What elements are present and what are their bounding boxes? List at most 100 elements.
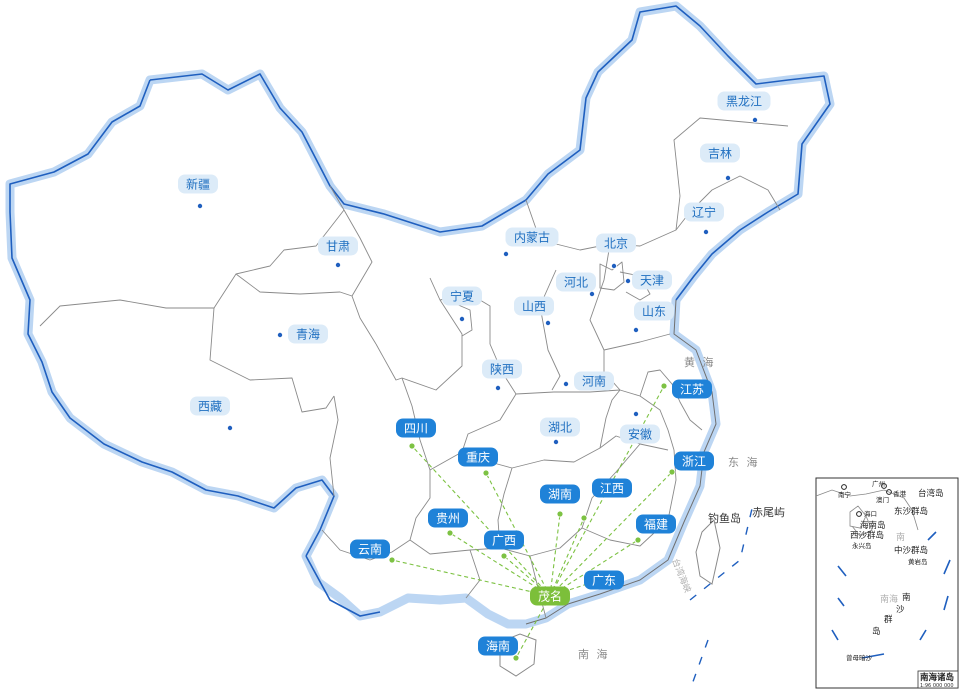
province-label-4[interactable]: 吉林 bbox=[700, 143, 740, 163]
province-dot-10 bbox=[458, 315, 465, 322]
province-label-2-bg bbox=[505, 227, 559, 247]
province-label-28[interactable]: 广东 bbox=[584, 570, 624, 590]
province-label-10-bg bbox=[442, 286, 482, 306]
province-dot-6 bbox=[611, 262, 618, 269]
province-label-8[interactable]: 河北 bbox=[556, 272, 596, 292]
province-label-1-text: 甘肃 bbox=[326, 240, 350, 254]
province-label-19-text: 重庆 bbox=[466, 451, 490, 465]
south-sea-label: 南 海 bbox=[578, 647, 610, 661]
province-dot-13 bbox=[633, 326, 640, 333]
inset-nanhai-faint: 南海 bbox=[880, 593, 898, 605]
province-label-9-bg bbox=[514, 296, 554, 316]
inset-yongxing: 永兴岛 bbox=[852, 541, 872, 550]
province-label-29-bg bbox=[478, 636, 518, 656]
province-label-22-text: 云南 bbox=[358, 542, 382, 557]
province-dot-0 bbox=[196, 202, 203, 209]
province-label-9[interactable]: 山西 bbox=[514, 296, 554, 316]
diaoyu-island-label: 钓鱼岛 bbox=[708, 511, 741, 525]
province-dot-4 bbox=[725, 174, 732, 181]
province-label-21[interactable]: 广西 bbox=[484, 530, 524, 550]
province-label-18[interactable]: 四川 bbox=[396, 418, 436, 438]
province-label-10[interactable]: 宁夏 bbox=[442, 286, 482, 306]
province-label-7-text: 天津 bbox=[640, 274, 664, 288]
province-label-24[interactable]: 江西 bbox=[592, 478, 632, 498]
province-dot-21 bbox=[500, 552, 508, 560]
province-label-1-bg bbox=[318, 236, 358, 256]
province-dot-7 bbox=[625, 277, 632, 284]
province-label-11[interactable]: 青海 bbox=[288, 324, 328, 344]
province-label-12-bg bbox=[190, 396, 230, 416]
province-label-12[interactable]: 西藏 bbox=[190, 396, 230, 416]
province-label-20-text: 贵州 bbox=[436, 512, 460, 526]
province-label-13[interactable]: 山东 bbox=[634, 301, 674, 321]
province-label-26[interactable]: 浙江 bbox=[674, 451, 714, 471]
province-label-16[interactable]: 湖北 bbox=[540, 417, 580, 437]
inset-aomen: 澳门 bbox=[876, 495, 889, 504]
national-boundary bbox=[5, 1, 835, 691]
province-label-15[interactable]: 河南 bbox=[574, 371, 614, 391]
origin-label-text: 茂名 bbox=[538, 589, 562, 604]
province-dot-15 bbox=[563, 380, 570, 387]
province-label-14[interactable]: 陕西 bbox=[482, 359, 522, 379]
province-label-14-text: 陕西 bbox=[490, 362, 514, 377]
province-dot-23 bbox=[556, 510, 564, 518]
province-label-15-text: 河南 bbox=[582, 374, 606, 389]
province-label-13-bg bbox=[634, 301, 674, 321]
province-label-11-bg bbox=[288, 324, 328, 344]
province-label-27-bg bbox=[636, 514, 676, 534]
origin-label-bg bbox=[530, 586, 570, 606]
province-label-1[interactable]: 甘肃 bbox=[318, 236, 358, 256]
province-label-25[interactable]: 江苏 bbox=[672, 379, 712, 399]
inset-zhongsha: 中沙群岛 bbox=[894, 545, 928, 556]
province-label-29[interactable]: 海南 bbox=[478, 636, 518, 656]
province-dot-1 bbox=[334, 261, 341, 268]
province-label-23-bg bbox=[540, 484, 580, 504]
route-line-6d596c5f bbox=[549, 471, 673, 597]
province-label-19[interactable]: 重庆 bbox=[458, 447, 498, 467]
province-label-23[interactable]: 湖南 bbox=[540, 484, 580, 504]
route-line-6d775357 bbox=[515, 595, 551, 659]
province-label-17[interactable]: 安徽 bbox=[620, 424, 660, 444]
origin-label[interactable]: 茂名 bbox=[530, 586, 570, 606]
province-label-0[interactable]: 新疆 bbox=[178, 174, 218, 194]
chiwei-island-label: 赤尾屿 bbox=[752, 506, 785, 519]
province-label-6[interactable]: 北京 bbox=[596, 233, 636, 253]
province-label-3-bg bbox=[717, 91, 771, 111]
taiwan-strait-label: 台湾海峡 bbox=[669, 557, 694, 595]
province-label-22-bg bbox=[350, 539, 390, 559]
province-dot-2 bbox=[502, 250, 509, 257]
province-label-27[interactable]: 福建 bbox=[636, 514, 676, 534]
inset-frame bbox=[815, 477, 959, 689]
province-label-18-bg bbox=[396, 418, 436, 438]
inset-guangzhou: 广州 bbox=[872, 479, 885, 488]
inset-zengmu: 曾母暗沙 bbox=[846, 653, 873, 662]
province-dot-9 bbox=[545, 319, 552, 326]
province-boundaries bbox=[39, 117, 789, 619]
province-label-29-text: 海南 bbox=[486, 639, 510, 654]
province-label-23-text: 湖南 bbox=[548, 487, 572, 502]
yellow-sea-label: 黄 海 bbox=[684, 355, 716, 369]
province-dot-27 bbox=[634, 536, 642, 544]
province-label-16-bg bbox=[540, 417, 580, 437]
province-label-20[interactable]: 贵州 bbox=[428, 508, 468, 528]
province-label-25-bg bbox=[672, 379, 712, 399]
inset-nan-faint: 南 bbox=[896, 531, 905, 543]
province-label-3[interactable]: 黑龙江 bbox=[717, 91, 771, 111]
inset-nanning: 南宁 bbox=[838, 490, 852, 499]
province-label-20-bg bbox=[428, 508, 468, 528]
province-label-27-text: 福建 bbox=[644, 517, 668, 532]
province-label-5[interactable]: 辽宁 bbox=[684, 202, 724, 222]
inset-scale: 1:96 000 000 bbox=[920, 683, 954, 689]
province-label-2[interactable]: 内蒙古 bbox=[505, 227, 559, 247]
province-label-0-bg bbox=[178, 174, 218, 194]
province-label-7[interactable]: 天津 bbox=[632, 270, 672, 290]
inset-title: 南海诸岛 bbox=[920, 672, 954, 683]
province-label-5-bg bbox=[684, 202, 724, 222]
province-label-28-bg bbox=[584, 570, 624, 590]
province-label-21-text: 广西 bbox=[492, 534, 516, 548]
province-dot-19 bbox=[482, 469, 490, 477]
province-label-22[interactable]: 云南 bbox=[350, 539, 390, 559]
province-dot-8 bbox=[589, 290, 596, 297]
province-dot-14 bbox=[494, 384, 501, 391]
